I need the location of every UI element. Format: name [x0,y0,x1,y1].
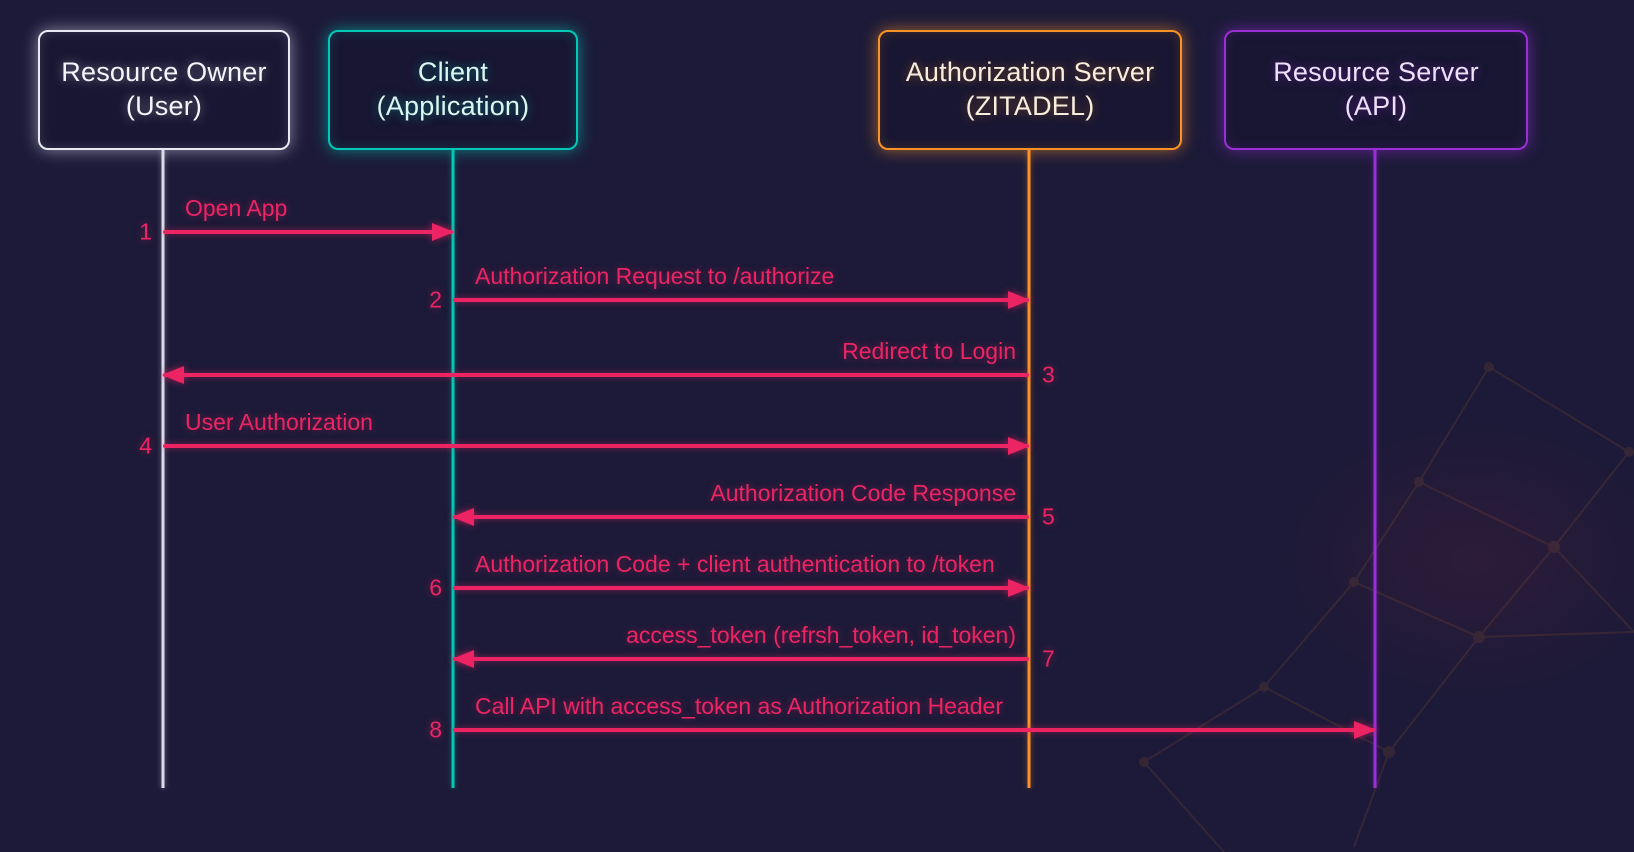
message-number: 4 [139,432,152,459]
arrowhead-left-icon [452,508,474,526]
message-number: 8 [429,716,442,743]
message-label: Authorization Request to /authorize [475,263,835,289]
actor-name: Resource Server [1273,57,1479,88]
message-label: Redirect to Login [842,338,1016,364]
message-label: User Authorization [185,409,373,435]
actor-resource-owner: Resource Owner (User) [38,30,290,150]
lifeline-client [451,150,455,788]
arrowhead-left-icon [162,366,184,384]
actor-name: Authorization Server [905,57,1155,88]
message-authorization-code-response: 5 Authorization Code Response [452,480,1055,530]
actor-subtitle: (Application) [376,91,530,121]
background-glow [1194,360,1634,760]
arrowhead-right-icon [432,223,454,241]
actor-name: Client [417,57,489,88]
arrowhead-right-icon [1008,291,1030,309]
message-number: 1 [139,218,152,245]
arrowhead-left-icon [452,650,474,668]
message-label: access_token (refrsh_token, id_token) [626,622,1016,648]
message-token-request: 6 Authorization Code + client authentica… [429,551,1030,601]
actor-subtitle: (User) [125,91,203,121]
lifeline-resource-owner [161,150,165,788]
message-open-app: 1 Open App [139,195,454,245]
message-user-authorization: 4 User Authorization [139,409,1030,459]
actor-name: Resource Owner [61,57,267,88]
arrowhead-right-icon [1354,721,1376,739]
arrowhead-right-icon [1008,437,1030,455]
message-number: 2 [429,286,442,313]
message-number: 3 [1042,361,1055,388]
lifeline-resource-server [1373,150,1377,788]
arrowhead-right-icon [1008,579,1030,597]
lifeline-authorization-server [1027,150,1031,788]
message-label: Authorization Code Response [710,480,1016,506]
actor-subtitle: (API) [1344,91,1408,121]
actor-authorization-server: Authorization Server (ZITADEL) [878,30,1182,150]
message-label: Open App [185,195,288,221]
message-label: Authorization Code + client authenticati… [475,551,995,577]
message-number: 6 [429,574,442,601]
constellation-pattern [1139,362,1634,852]
message-number: 5 [1042,503,1055,530]
message-call-api: 8 Call API with access_token as Authoriz… [429,693,1376,743]
actor-resource-server: Resource Server (API) [1224,30,1528,150]
message-number: 7 [1042,645,1055,672]
actor-client: Client (Application) [328,30,578,150]
message-authorization-request: 2 Authorization Request to /authorize [429,263,1030,313]
message-label: Call API with access_token as Authorizat… [475,693,1004,719]
message-access-token-response: 7 access_token (refrsh_token, id_token) [452,622,1055,672]
message-redirect-to-login: 3 Redirect to Login [162,338,1055,388]
actor-subtitle: (ZITADEL) [965,91,1095,121]
